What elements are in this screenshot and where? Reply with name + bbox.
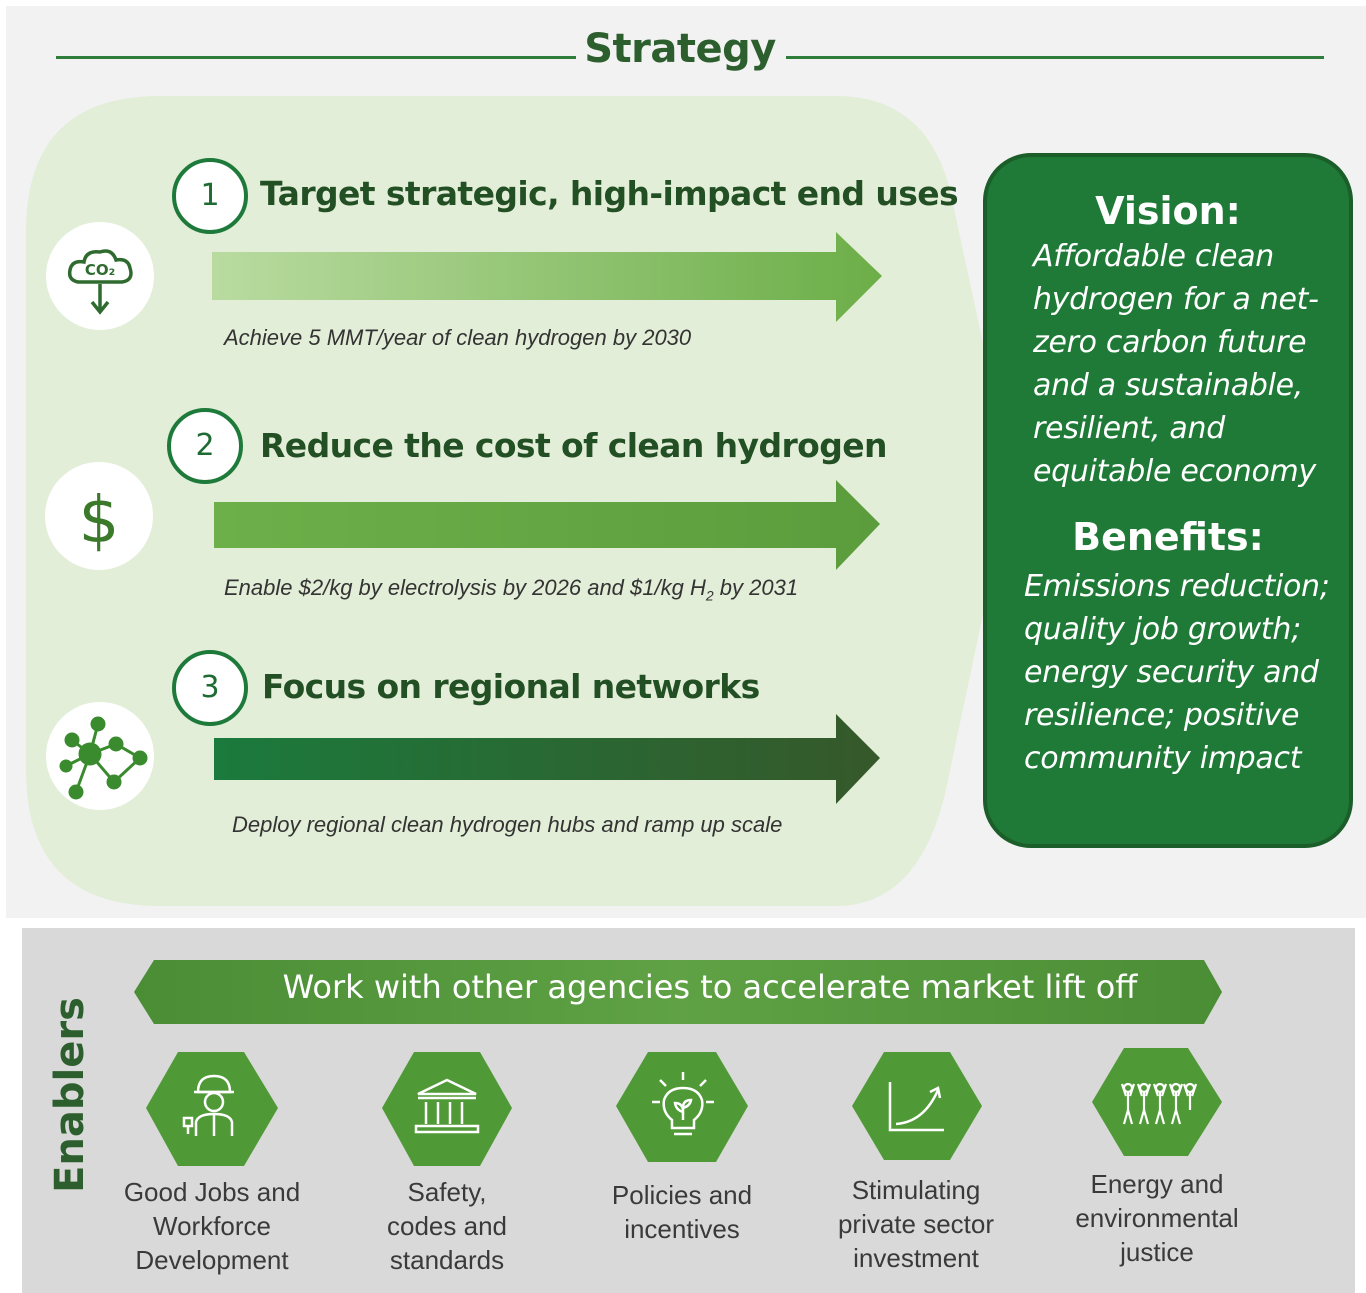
enablers-label: Enablers	[47, 997, 93, 1193]
enabler-label-jobs: Good Jobs and Workforce Development	[123, 1177, 301, 1275]
svg-text:CO₂: CO₂	[85, 261, 115, 279]
step-2-number: 2	[167, 408, 243, 484]
dollar-icon: $	[45, 462, 153, 570]
step-2-title: Reduce the cost of clean hydrogen	[260, 426, 888, 465]
building-columns-icon	[414, 1078, 480, 1134]
community-people-icon	[1120, 1082, 1198, 1125]
enabler-label-investment: Stimulating private sector investment	[837, 1175, 995, 1273]
lightbulb-plant-icon	[652, 1072, 714, 1136]
step-3-title: Focus on regional networks	[262, 667, 760, 706]
svg-text:$: $	[79, 484, 120, 558]
strategy-panel	[26, 96, 1012, 906]
step-1-number: 1	[172, 158, 248, 234]
vision-text: Affordable clean hydrogen for a net- zer…	[1033, 239, 1319, 489]
enabler-label-justice: Energy and environmental justice	[1075, 1169, 1239, 1267]
strategy-rule-right	[786, 56, 1324, 59]
strategy-rule-left	[56, 56, 576, 59]
step-2-caption: Enable $2/kg by electrolysis by 2026 and…	[224, 575, 799, 604]
enabler-label-safety: Safety, codes and standards	[387, 1177, 507, 1275]
benefits-heading: Benefits:	[1072, 515, 1264, 559]
vision-benefits-box: Vision: Affordable clean hydrogen for a …	[983, 153, 1353, 848]
worker-icon	[182, 1074, 234, 1136]
arrow-2	[214, 480, 880, 570]
co2-cloud-icon: CO₂	[46, 222, 154, 330]
strategy-title: Strategy	[584, 26, 776, 72]
arrow-1	[212, 232, 882, 322]
enabler-label-policies: Policies and incentives	[611, 1180, 753, 1244]
network-icon	[46, 702, 154, 810]
step-3-caption: Deploy regional clean hydrogen hubs and …	[232, 812, 783, 837]
arrow-3	[214, 714, 880, 804]
step-1-caption: Achieve 5 MMT/year of clean hydrogen by …	[224, 325, 692, 350]
growth-chart-icon	[888, 1082, 944, 1132]
step-3-number: 3	[172, 650, 248, 726]
vision-heading: Vision:	[1095, 189, 1241, 233]
benefits-text: Emissions reduction; quality job growth;…	[1024, 569, 1330, 776]
step-1-title: Target strategic, high-impact end uses	[260, 174, 959, 213]
enablers-banner-text: Work with other agencies to accelerate m…	[282, 968, 1138, 1006]
strategy-panel-shape	[26, 96, 1012, 906]
